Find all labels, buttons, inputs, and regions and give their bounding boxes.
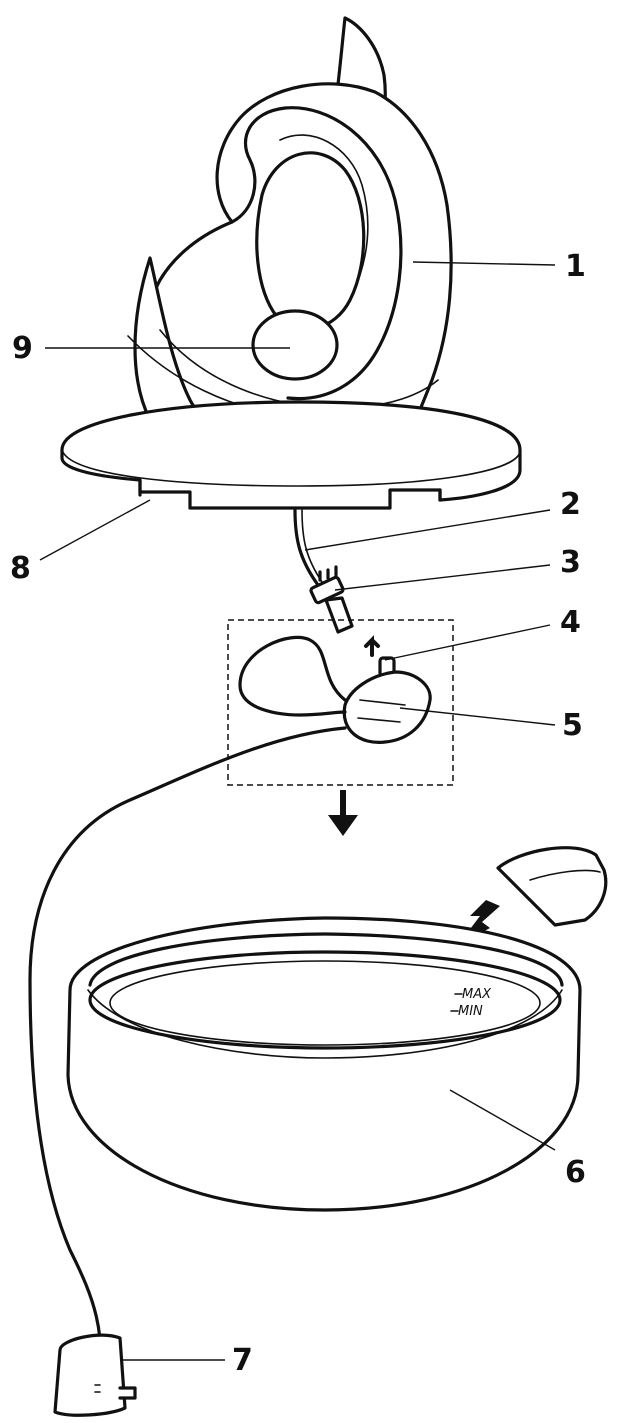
callout-7: 7 — [232, 1343, 253, 1378]
basin: MAX MIN — [66, 916, 582, 1212]
ball-part-9 — [251, 309, 339, 381]
callout-1: 1 — [565, 249, 586, 284]
power-adapter — [53, 1333, 137, 1417]
callout-5: 5 — [562, 708, 583, 743]
base-plate — [60, 400, 522, 510]
callout-4: 4 — [560, 605, 581, 640]
power-cable — [28, 726, 347, 1392]
callout-2: 2 — [560, 487, 581, 522]
callout-6: 6 — [565, 1155, 586, 1190]
leader-lines — [39, 261, 556, 1361]
min-mark: MIN — [458, 1004, 483, 1019]
callout-3: 3 — [560, 545, 581, 580]
callout-9: 9 — [12, 331, 33, 366]
max-mark: MAX — [462, 987, 492, 1002]
callout-8: 8 — [10, 551, 31, 586]
tube-and-connector — [293, 508, 354, 634]
pump-detail-box — [227, 619, 454, 786]
down-arrow — [328, 790, 358, 836]
sculpture — [127, 16, 453, 454]
